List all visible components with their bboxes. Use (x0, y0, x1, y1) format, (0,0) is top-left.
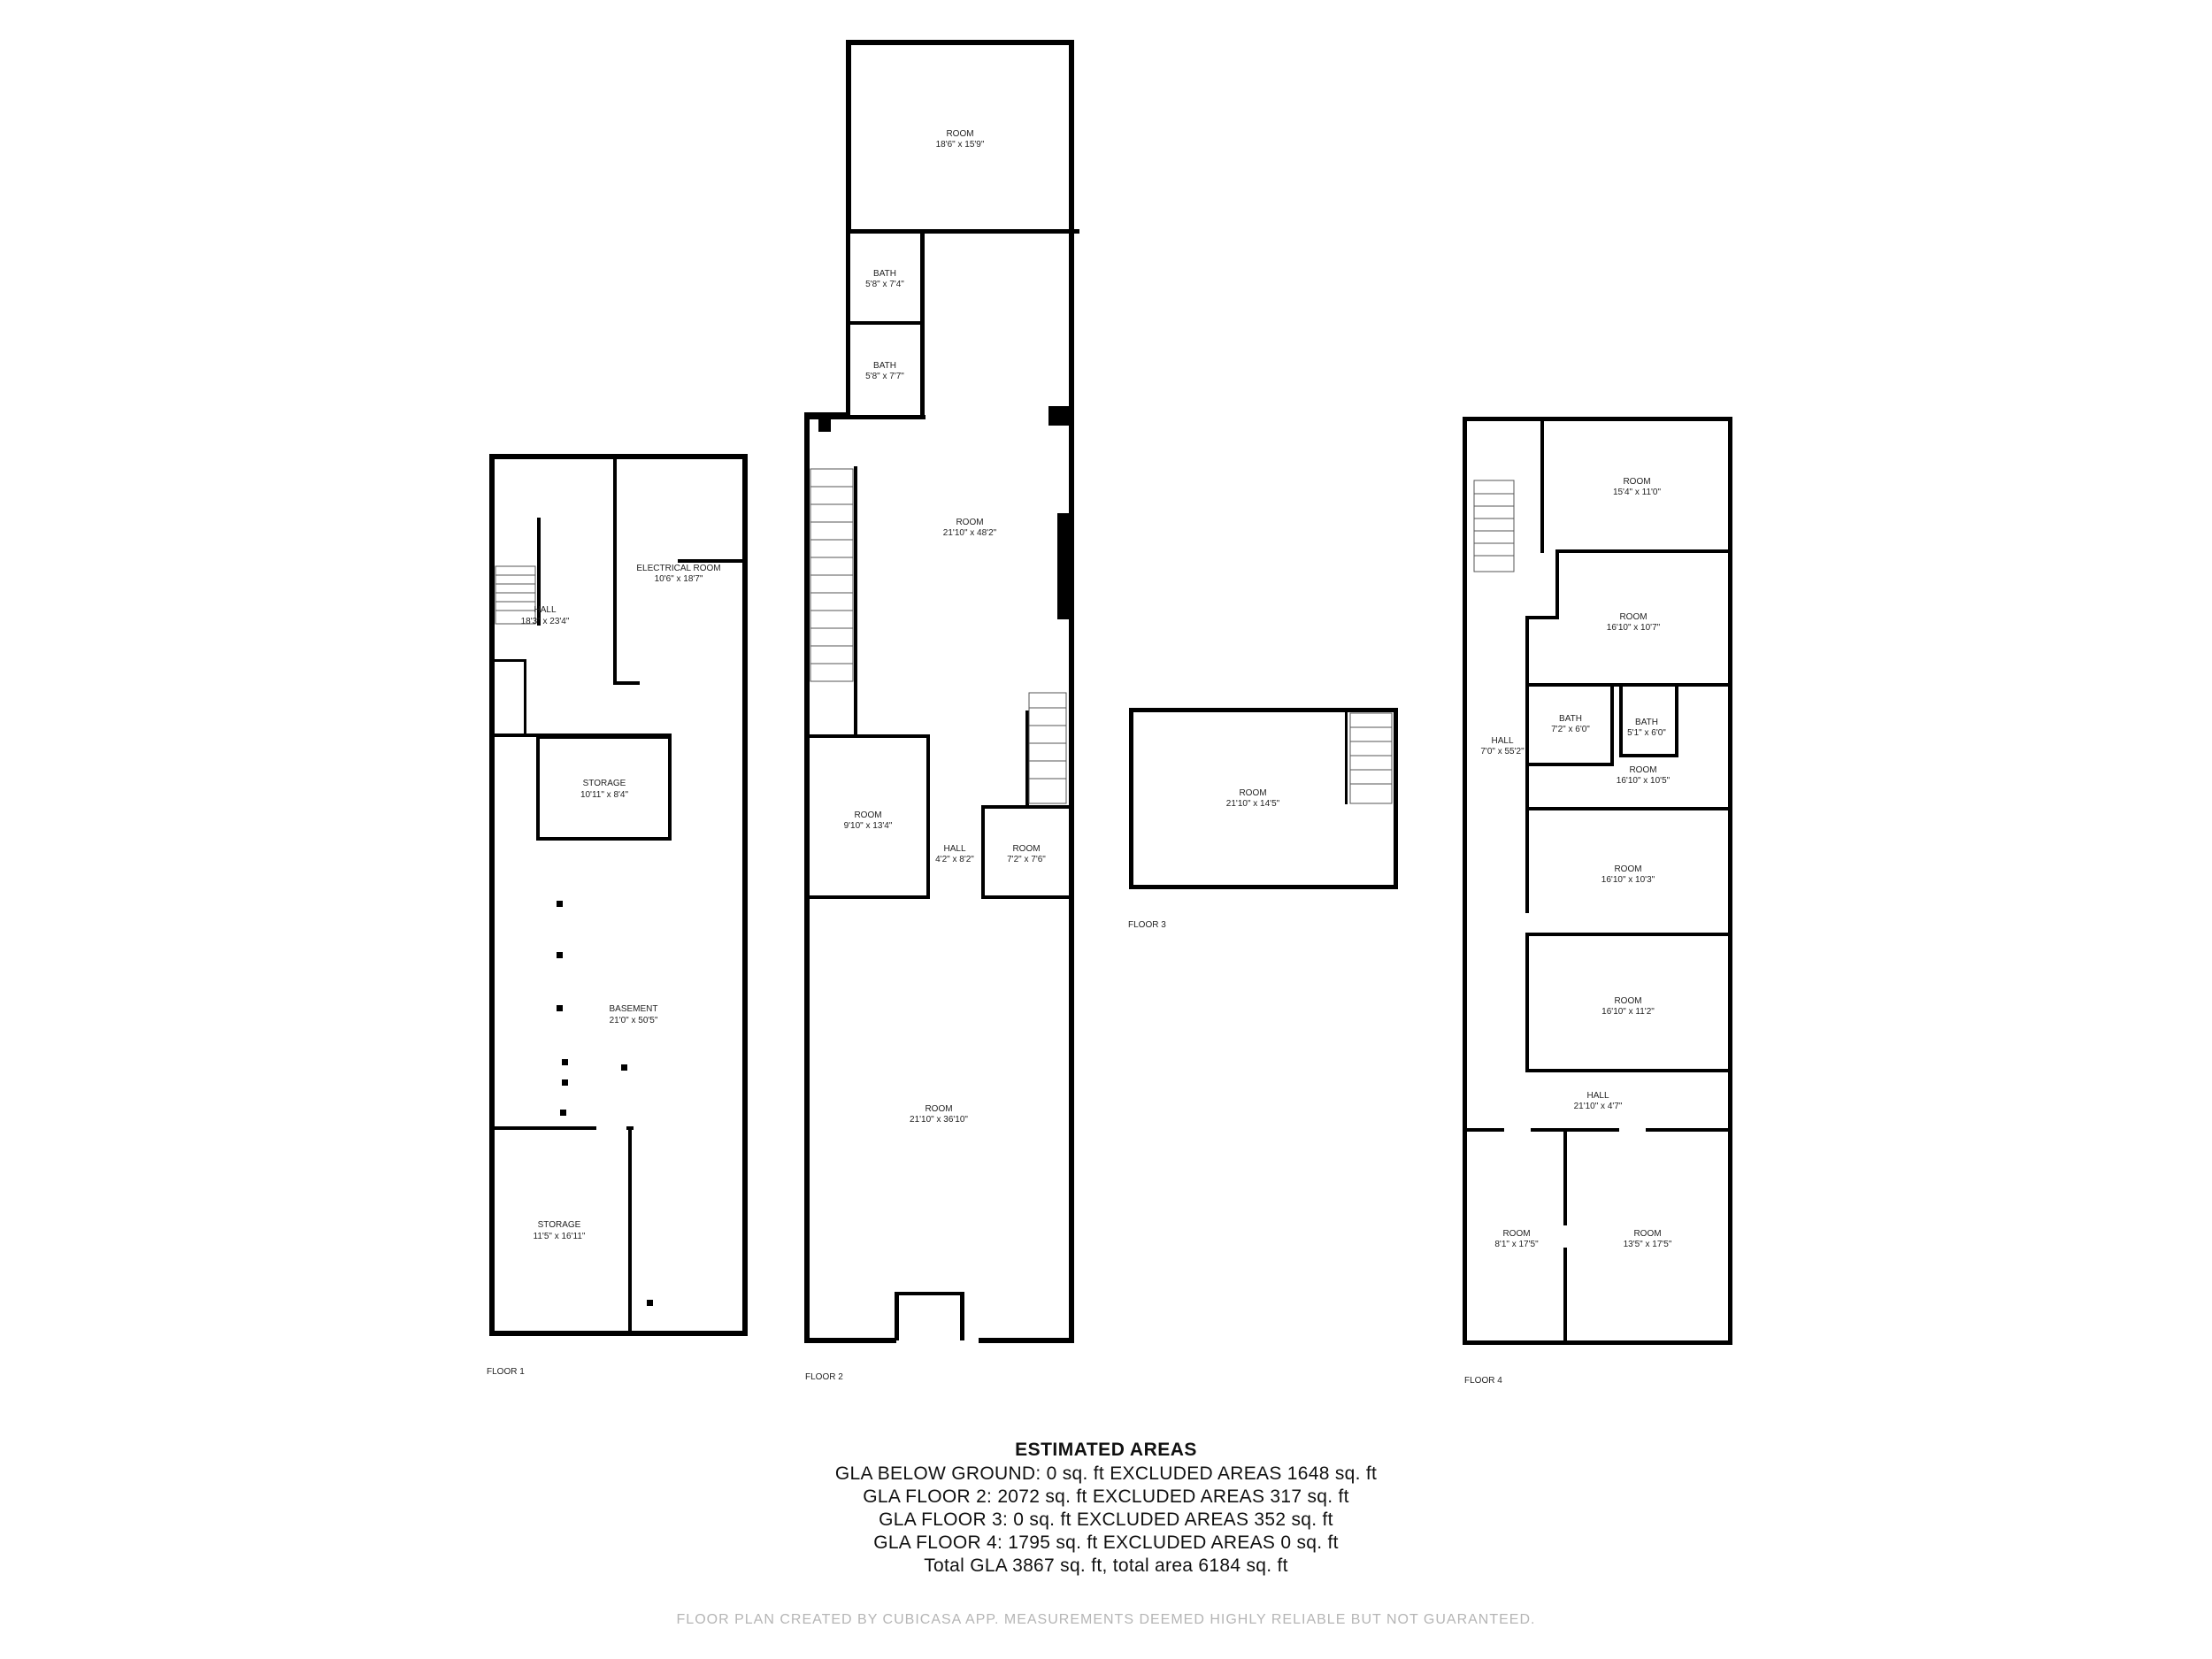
floor1-electrical-dim: 10'6" x 18'7" (655, 574, 703, 584)
area-line-total: Total GLA 3867 sq. ft, total area 6184 s… (924, 1555, 1288, 1576)
floor1-basement-name: BASEMENT (609, 1004, 657, 1014)
floor4-room1-name: ROOM (1623, 477, 1650, 487)
area-line-floor2: GLA FLOOR 2: 2072 sq. ft EXCLUDED AREAS … (863, 1486, 1349, 1507)
floor-2-plan: ROOM 18'6" x 15'9" BATH 5'8" x 7'4" BATH… (804, 40, 1079, 1382)
floor4-hall-long-name: HALL (1491, 736, 1513, 746)
floor2-room-top-dim: 18'6" x 15'9" (936, 140, 985, 150)
floor2-room-left-dim: 9'10" x 13'4" (844, 821, 893, 831)
estimated-areas-block: ESTIMATED AREAS GLA BELOW GROUND: 0 sq. … (0, 1438, 2212, 1578)
floor4-room6-dim: 8'1" x 17'5" (1494, 1240, 1539, 1249)
floor2-room-small-dim: 7'2" x 7'6" (1007, 855, 1046, 864)
floor-1-plan: HALL 18'3" x 23'4" ELECTRICAL ROOM 10'6"… (487, 454, 748, 1377)
floor4-label: FLOOR 4 (1464, 1376, 1502, 1386)
floor2-hall-name: HALL (943, 844, 965, 854)
floor1-label: FLOOR 1 (487, 1367, 525, 1377)
floor3-label: FLOOR 3 (1128, 920, 1166, 930)
floor2-bath-b-dim: 5'8" x 7'7" (865, 372, 904, 381)
area-line-floor3: GLA FLOOR 3: 0 sq. ft EXCLUDED AREAS 352… (879, 1509, 1333, 1530)
floor2-hall-dim: 4'2" x 8'2" (935, 855, 974, 864)
floor4-room2-name: ROOM (1619, 612, 1647, 622)
floor1-storage-b-dim: 11'5" x 16'11" (534, 1232, 586, 1241)
floor4-room4-name: ROOM (1614, 864, 1641, 874)
area-line-below-ground: GLA BELOW GROUND: 0 sq. ft EXCLUDED AREA… (834, 1463, 1378, 1484)
floor4-room4-dim: 16'10" x 10'3" (1601, 875, 1655, 885)
floor4-room2-dim: 16'10" x 10'7" (1607, 623, 1661, 633)
floor3-room-name: ROOM (1239, 788, 1266, 798)
floor1-basement-dim: 21'0" x 50'5" (610, 1016, 658, 1025)
floor2-label: FLOOR 2 (805, 1372, 843, 1382)
floor1-storage-b-name: STORAGE (538, 1220, 581, 1230)
floor4-room7-dim: 13'5" x 17'5" (1624, 1240, 1672, 1249)
floor1-storage-a-dim: 10'11" x 8'4" (580, 790, 629, 800)
floor2-bath-b-name: BATH (873, 361, 896, 371)
floor2-room-front-dim: 21'10" x 36'10" (910, 1115, 968, 1125)
floor2-bath-a-dim: 5'8" x 7'4" (865, 280, 904, 289)
floor4-room5-name: ROOM (1614, 996, 1641, 1006)
floor2-room-large-name: ROOM (956, 518, 983, 527)
disclaimer-footer: FLOOR PLAN CREATED BY CUBICASA APP. MEAS… (676, 1612, 1536, 1627)
floor2-room-left-name: ROOM (854, 810, 881, 820)
floor4-room6-name: ROOM (1502, 1229, 1530, 1239)
floor1-hall-dim: 18'3" x 23'4" (521, 617, 570, 626)
floor4-bath-b-name: BATH (1635, 718, 1658, 727)
floor4-bath-a-dim: 7'2" x 6'0" (1551, 725, 1590, 734)
floor4-room1-dim: 15'4" x 11'0" (1613, 488, 1662, 497)
floor2-room-small-name: ROOM (1012, 844, 1040, 854)
floor4-room3-name: ROOM (1629, 765, 1656, 775)
floor4-hall-long-dim: 7'0" x 55'2" (1480, 747, 1525, 757)
floor1-storage-a-name: STORAGE (583, 779, 626, 788)
floor4-room3-dim: 16'10" x 10'5" (1617, 776, 1671, 786)
floor4-bath-b-dim: 5'1" x 6'0" (1627, 728, 1666, 738)
floor4-hall-cross-dim: 21'10" x 4'7" (1574, 1102, 1623, 1111)
floor2-bath-a-name: BATH (873, 269, 896, 279)
floor4-bath-a-name: BATH (1559, 714, 1582, 724)
floor-3-plan: ROOM 21'10" x 14'5" FLOOR 3 (1128, 708, 1398, 930)
floor4-hall-cross-name: HALL (1586, 1091, 1609, 1101)
floor4-room5-dim: 16'10" x 11'2" (1601, 1007, 1655, 1017)
estimated-areas-title: ESTIMATED AREAS (1015, 1440, 1197, 1460)
floor1-hall-name: HALL (534, 605, 556, 615)
floor2-room-top-name: ROOM (946, 129, 973, 139)
area-line-floor4: GLA FLOOR 4: 1795 sq. ft EXCLUDED AREAS … (873, 1532, 1339, 1553)
floor2-room-large-dim: 21'10" x 48'2" (943, 528, 997, 538)
floor-4-plan: ROOM 15'4" x 11'0" ROOM 16'10" x 10'7" B… (1463, 417, 1732, 1386)
floor1-electrical-name: ELECTRICAL ROOM (636, 564, 720, 573)
floor4-room7-name: ROOM (1633, 1229, 1661, 1239)
floor3-room-dim: 21'10" x 14'5" (1226, 799, 1280, 809)
floor2-room-front-name: ROOM (925, 1104, 952, 1114)
